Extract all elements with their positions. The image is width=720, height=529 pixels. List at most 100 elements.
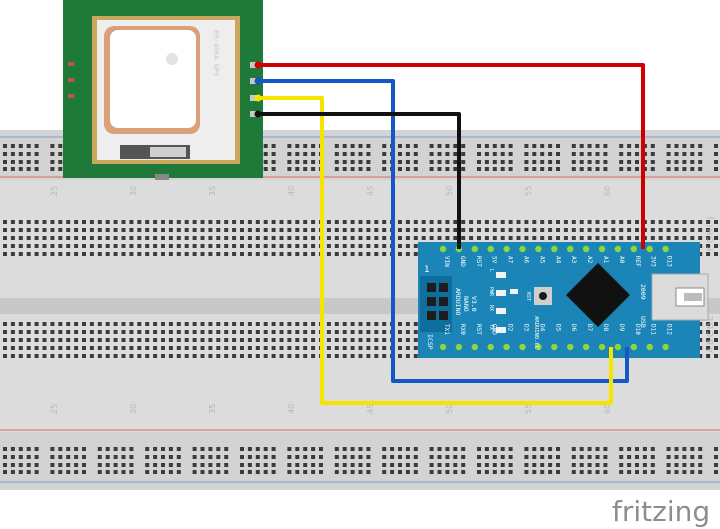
nano-pin-label: D4 <box>538 324 545 332</box>
breadboard-hole <box>247 338 252 342</box>
breadboard-hole <box>137 322 142 326</box>
breadboard-hole <box>587 228 592 232</box>
rail-hole <box>255 470 260 474</box>
breadboard-hole <box>145 322 150 326</box>
breadboard-hole <box>208 338 213 342</box>
nano-pin <box>582 245 590 253</box>
breadboard-hole <box>200 338 205 342</box>
breadboard-hole <box>295 244 300 248</box>
rail-hole <box>627 160 632 164</box>
breadboard-hole <box>200 228 205 232</box>
breadboard-hole <box>445 236 450 240</box>
breadboard-hole <box>232 220 237 224</box>
breadboard-hole <box>247 228 252 232</box>
breadboard-hole <box>18 244 23 248</box>
rail-hole <box>66 463 71 467</box>
rail-hole <box>113 463 118 467</box>
breadboard-hole <box>698 322 703 326</box>
rail-hole <box>382 144 387 148</box>
rail-hole <box>334 470 339 474</box>
breadboard-hole <box>311 220 316 224</box>
rail-hole <box>168 463 173 467</box>
rail-hole <box>674 167 679 171</box>
breadboard-hole <box>295 220 300 224</box>
breadboard-hole <box>556 220 560 224</box>
breadboard-hole <box>595 236 600 240</box>
breadboard-hole <box>247 252 252 256</box>
breadboard-hole <box>279 220 284 224</box>
rail-hole <box>698 152 703 156</box>
rail-hole <box>556 152 560 156</box>
breadboard-hole <box>10 322 15 326</box>
rail-hole <box>398 152 402 156</box>
breadboard-hole <box>161 354 165 358</box>
nano-pin <box>471 343 478 351</box>
rail-hole <box>603 447 608 451</box>
rail-hole <box>627 144 632 148</box>
breadboard-hole <box>184 354 189 358</box>
fritzing-logo: fritzing <box>612 495 710 528</box>
breadboard-hole <box>619 220 624 224</box>
breadboard-hole <box>97 346 102 350</box>
breadboard-hole <box>176 236 181 240</box>
breadboard-hole <box>176 346 181 350</box>
icsp-pin <box>439 297 448 306</box>
breadboard-hole <box>113 228 118 232</box>
rail-hole <box>461 144 466 148</box>
breadboard-hole <box>382 346 387 350</box>
breadboard-hole <box>287 244 292 248</box>
rail-hole <box>682 152 687 156</box>
breadboard-hole <box>366 236 371 240</box>
rail-hole <box>595 447 600 451</box>
nano-pin-label: VIN <box>443 256 450 267</box>
breadboard-hole <box>153 322 158 326</box>
rail-hole <box>263 160 268 164</box>
rail-hole <box>524 447 529 451</box>
breadboard-hole <box>477 220 481 224</box>
rail-hole <box>477 470 481 474</box>
breadboard-hole <box>255 330 260 334</box>
rail-hole <box>66 470 71 474</box>
column-number: 35 <box>208 404 217 414</box>
breadboard-hole <box>58 338 63 342</box>
rail-hole <box>484 160 489 164</box>
rail-hole <box>208 447 213 451</box>
row-label: F <box>706 246 715 251</box>
nano-pin-label: A3 <box>570 256 577 264</box>
rail-hole <box>524 463 529 467</box>
breadboard-hole <box>563 236 568 240</box>
rail-hole <box>303 463 308 467</box>
rail-hole <box>484 144 489 148</box>
nano-pin-label: RST <box>475 256 482 267</box>
breadboard-hole <box>42 338 47 342</box>
rail-hole <box>540 470 545 474</box>
nano-led <box>510 289 518 294</box>
nano-pin <box>662 343 669 351</box>
breadboard-hole <box>216 236 221 240</box>
breadboard-hole <box>74 330 79 334</box>
rail-hole <box>26 160 31 164</box>
rail-hole <box>500 455 505 459</box>
rail-hole <box>161 463 165 467</box>
breadboard-hole <box>200 244 205 248</box>
rail-hole <box>319 470 323 474</box>
breadboard-hole <box>26 228 31 232</box>
rail-hole <box>382 160 387 164</box>
rail-hole <box>627 447 632 451</box>
rail-hole <box>263 167 268 171</box>
breadboard-hole <box>137 228 142 232</box>
breadboard-hole <box>153 244 158 248</box>
breadboard-hole <box>255 354 260 358</box>
breadboard-hole <box>66 322 71 326</box>
breadboard-hole <box>208 322 213 326</box>
breadboard-hole <box>50 346 55 350</box>
breadboard-hole <box>366 338 371 342</box>
rail-hole <box>18 470 23 474</box>
breadboard-hole <box>121 228 126 232</box>
nano-led <box>496 327 506 333</box>
nano-pin <box>662 245 669 253</box>
rail-hole <box>350 470 355 474</box>
rail-hole <box>690 160 695 164</box>
rail-hole <box>540 463 545 467</box>
breadboard-hole <box>366 346 371 350</box>
